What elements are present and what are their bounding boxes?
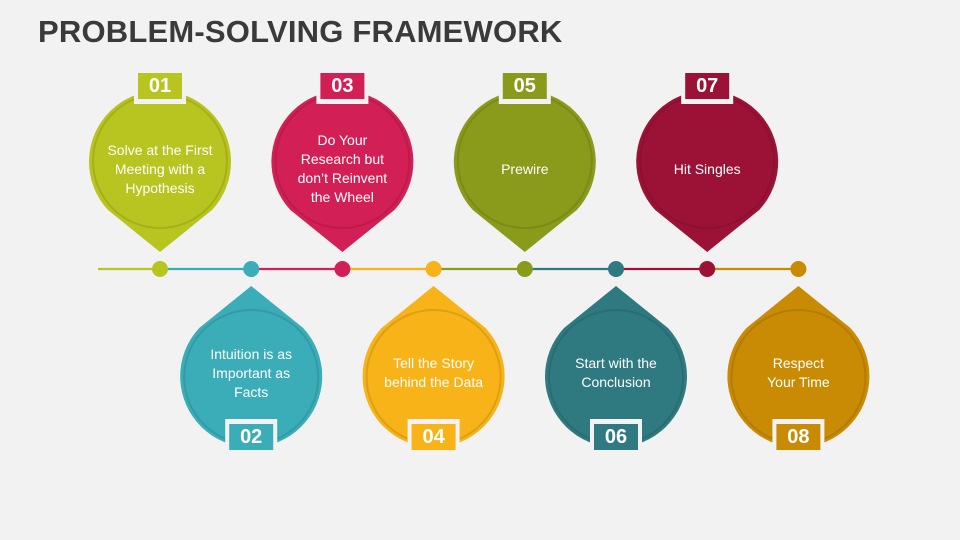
step-number: 07 bbox=[696, 74, 719, 97]
step-drop bbox=[362, 286, 505, 448]
number-tab bbox=[502, 73, 547, 99]
step-number: 02 bbox=[240, 425, 263, 448]
number-tab bbox=[776, 424, 821, 450]
step-number: 03 bbox=[331, 74, 354, 97]
step-text: Start with the Conclusion bbox=[575, 355, 657, 390]
step-drop bbox=[453, 90, 596, 252]
step-drop bbox=[180, 286, 323, 448]
step-number: 04 bbox=[422, 425, 445, 448]
timeline-node bbox=[516, 261, 533, 277]
number-tab bbox=[229, 424, 274, 450]
number-tab bbox=[411, 424, 456, 450]
step-text: Do Your Research but don’t Reinvent the … bbox=[297, 132, 388, 205]
step-text: Hit Singles bbox=[673, 160, 741, 177]
step-text: Prewire bbox=[501, 160, 549, 177]
page-title: PROBLEM-SOLVING FRAMEWORK bbox=[38, 14, 563, 49]
step-text: Intuition is as Important as Facts bbox=[210, 345, 293, 400]
number-tab bbox=[320, 73, 365, 99]
step-number: 06 bbox=[604, 425, 628, 448]
timeline-node bbox=[334, 261, 351, 277]
number-tab bbox=[138, 73, 182, 99]
timeline-node bbox=[608, 261, 624, 277]
step-drop bbox=[545, 286, 687, 448]
timeline-node bbox=[790, 261, 807, 277]
step-drop bbox=[636, 90, 779, 252]
step-drop bbox=[271, 90, 414, 252]
number-tab bbox=[685, 73, 730, 99]
step-drop bbox=[88, 90, 231, 252]
step-text: Tell the Story behind the Data bbox=[384, 355, 484, 390]
timeline-node bbox=[152, 261, 168, 277]
step-text: Respect Your Time bbox=[767, 355, 830, 390]
number-tab bbox=[594, 424, 638, 450]
timeline-node bbox=[425, 261, 442, 277]
timeline-node bbox=[699, 261, 716, 277]
step-number: 08 bbox=[787, 425, 810, 448]
step-number: 01 bbox=[148, 74, 172, 97]
timeline-node bbox=[243, 261, 260, 277]
step-text: Solve at the First Meeting with a Hypoth… bbox=[107, 141, 213, 196]
step-number: 05 bbox=[513, 74, 536, 97]
step-drop bbox=[727, 286, 870, 448]
